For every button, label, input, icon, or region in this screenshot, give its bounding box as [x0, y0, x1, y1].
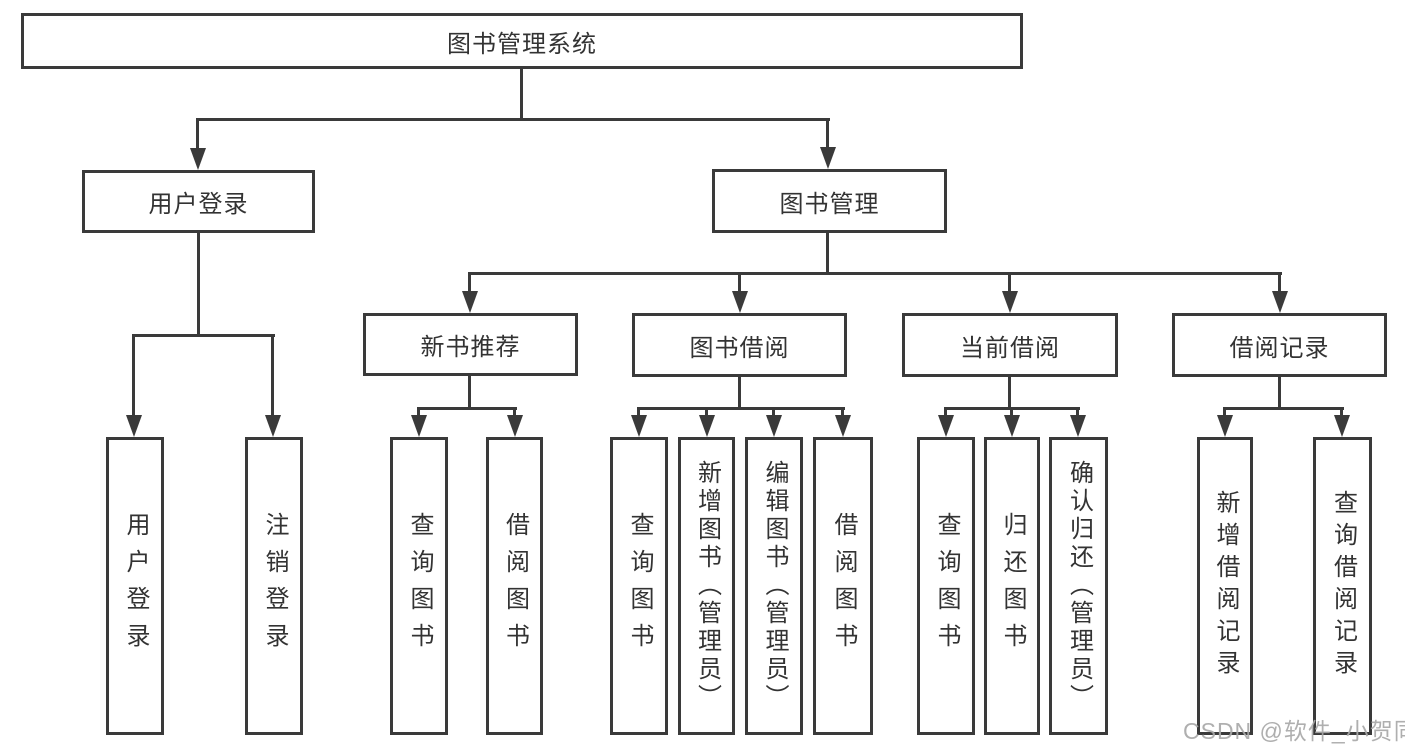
- connector-line: [1223, 407, 1344, 410]
- node-label: 当前借阅: [960, 334, 1060, 362]
- arrowhead-icon: [766, 415, 782, 437]
- node-label: 图书借阅: [689, 334, 790, 362]
- connector-line: [271, 334, 274, 418]
- leaf-label: 用户登录: [122, 512, 149, 660]
- leaf-label: 查询图书: [406, 512, 433, 660]
- connector-line: [826, 118, 829, 149]
- leaf-query-books-recommend: 查询图书: [390, 437, 448, 735]
- connector-line: [513, 407, 516, 417]
- connector-line: [468, 272, 1282, 275]
- leaf-label: 查询借阅记录: [1329, 490, 1357, 682]
- arrowhead-icon: [507, 415, 523, 437]
- arrowhead-icon: [1004, 415, 1020, 437]
- arrowhead-icon: [938, 415, 954, 437]
- connector-line: [196, 118, 199, 150]
- leaf-label: 查询图书: [933, 512, 960, 660]
- leaf-add-borrow-record: 新增借阅记录: [1197, 437, 1253, 735]
- node-label: 图书管理: [779, 190, 880, 218]
- arrowhead-icon: [835, 415, 851, 437]
- node-user-login: 用户登录: [82, 170, 315, 233]
- leaf-logout: 注销登录: [245, 437, 303, 735]
- connector-line: [520, 69, 523, 119]
- csdn-watermark: CSDN @软件_小贺同学: [1183, 718, 1405, 744]
- leaf-label: 注销登录: [261, 512, 288, 660]
- node-label: 用户登录: [148, 191, 249, 218]
- leaf-label: 借阅图书: [501, 512, 529, 660]
- connector-line: [705, 407, 708, 417]
- connector-line: [944, 407, 947, 417]
- leaf-return-book: 归还图书: [984, 437, 1040, 735]
- node-label: 图书管理系统: [447, 30, 597, 58]
- connector-line: [738, 377, 741, 409]
- arrowhead-icon: [1217, 415, 1233, 437]
- connector-line: [1010, 407, 1013, 417]
- connector-line: [738, 272, 741, 293]
- connector-line: [132, 334, 275, 337]
- arrowhead-icon: [699, 415, 715, 437]
- arrowhead-icon: [265, 415, 281, 437]
- leaf-label: 查询图书: [626, 512, 653, 660]
- connector-line: [1008, 377, 1011, 409]
- connector-line: [417, 407, 420, 417]
- connector-line: [1223, 407, 1226, 417]
- arrowhead-icon: [1002, 291, 1018, 313]
- connector-line: [1008, 272, 1011, 293]
- connector-line: [417, 407, 517, 410]
- node-book-borrow: 图书借阅: [632, 313, 847, 377]
- node-current-borrow: 当前借阅: [902, 313, 1118, 377]
- arrowhead-icon: [190, 148, 206, 170]
- arrowhead-icon: [820, 147, 836, 169]
- leaf-label: 借阅图书: [830, 512, 857, 660]
- leaf-label: 归还图书: [999, 512, 1026, 660]
- connector-line: [1340, 407, 1343, 417]
- arrowhead-icon: [732, 291, 748, 313]
- connector-line: [197, 118, 830, 121]
- connector-line: [132, 334, 135, 418]
- node-book-management: 图书管理: [712, 169, 947, 233]
- connector-line: [1278, 272, 1281, 293]
- connector-line: [772, 407, 775, 417]
- connector-line: [841, 407, 844, 417]
- arrowhead-icon: [1272, 291, 1288, 313]
- arrowhead-icon: [1070, 415, 1086, 437]
- leaf-label: 确认归还（管理员）: [1065, 460, 1093, 712]
- leaf-query-books-current: 查询图书: [917, 437, 975, 735]
- node-system-root: 图书管理系统: [21, 13, 1023, 69]
- connector-line: [1076, 407, 1079, 417]
- leaf-label: 新增图书（管理员）: [693, 460, 721, 712]
- arrowhead-icon: [411, 415, 427, 437]
- node-new-book-recommend: 新书推荐: [363, 313, 578, 376]
- leaf-label: 新增借阅记录: [1212, 490, 1239, 682]
- connector-line: [468, 272, 471, 293]
- arrowhead-icon: [631, 415, 647, 437]
- leaf-user-login: 用户登录: [106, 437, 164, 735]
- node-label: 新书推荐: [420, 334, 521, 361]
- connector-line: [637, 407, 640, 417]
- arrowhead-icon: [462, 291, 478, 313]
- arrowhead-icon: [126, 415, 142, 437]
- leaf-edit-book-admin: 编辑图书（管理员）: [745, 437, 803, 735]
- connector-line: [637, 407, 845, 410]
- leaf-label: 编辑图书（管理员）: [761, 460, 788, 712]
- connector-line: [197, 233, 200, 336]
- leaf-borrow-books-recommend: 借阅图书: [486, 437, 543, 735]
- node-label: 借阅记录: [1229, 334, 1330, 362]
- leaf-confirm-return-admin: 确认归还（管理员）: [1049, 437, 1108, 735]
- leaf-query-books-borrow: 查询图书: [610, 437, 668, 735]
- leaf-add-book-admin: 新增图书（管理员）: [678, 437, 735, 735]
- leaf-query-borrow-record: 查询借阅记录: [1313, 437, 1372, 735]
- node-borrow-records: 借阅记录: [1172, 313, 1387, 377]
- leaf-borrow-books-2: 借阅图书: [813, 437, 873, 735]
- connector-line: [826, 233, 829, 274]
- connector-line: [1278, 377, 1281, 409]
- arrowhead-icon: [1334, 415, 1350, 437]
- connector-line: [468, 376, 471, 409]
